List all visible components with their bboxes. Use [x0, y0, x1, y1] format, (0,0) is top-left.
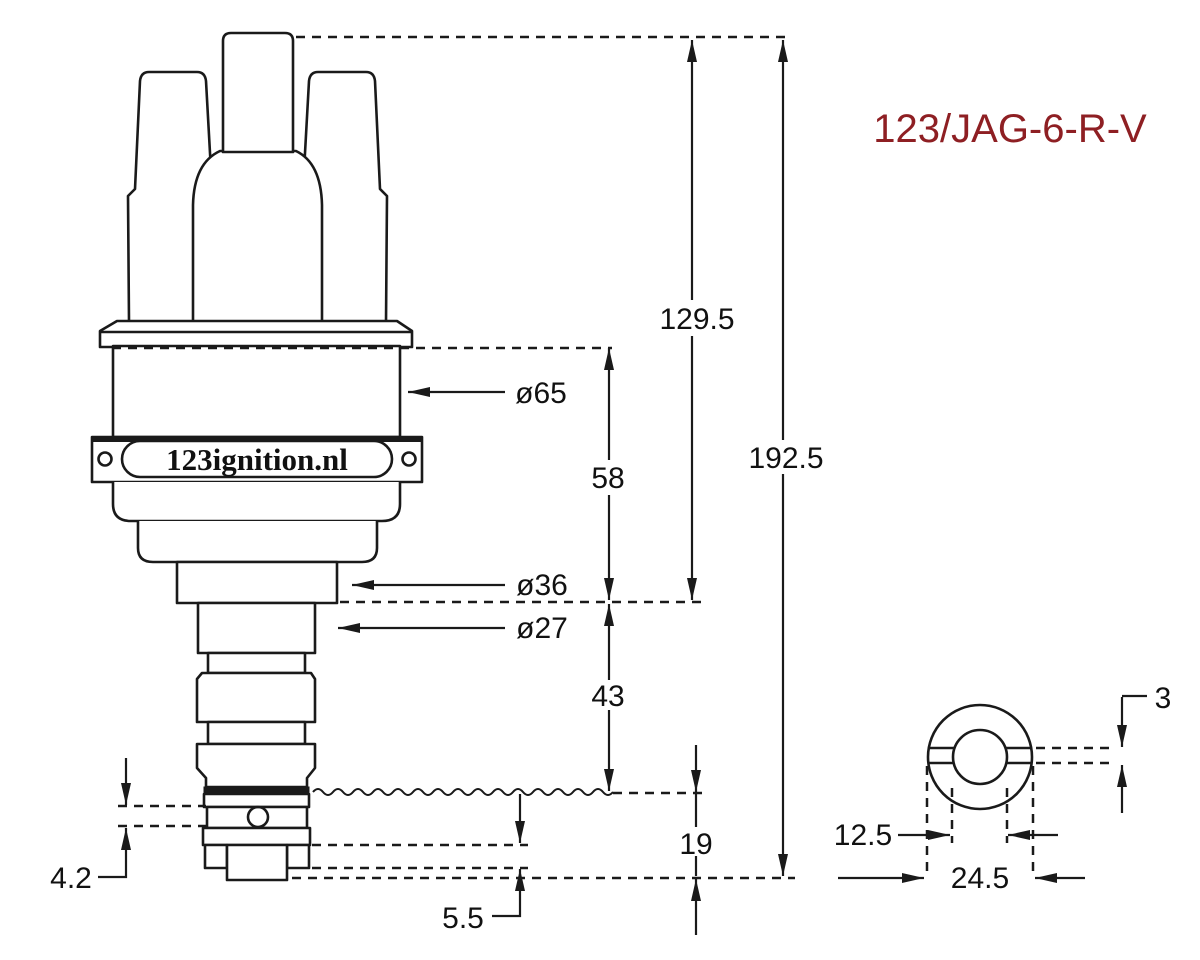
- dim-label-body-diameter: ø65: [515, 377, 567, 410]
- dog-tab-left: [203, 843, 229, 870]
- dimension-58: 58: [591, 348, 625, 600]
- dimension-5-5: 5.5: [442, 794, 525, 935]
- shaft-band-1: [195, 671, 317, 724]
- brand-plate-label: 123ignition.nl: [166, 442, 348, 477]
- dimension-19: 19: [679, 745, 713, 935]
- dim-label-dog-step: 5.5: [442, 902, 484, 935]
- pin-band: [205, 805, 309, 830]
- brand-plate-stadium: [120, 439, 394, 479]
- dim-label-shaft-diameter: ø27: [516, 612, 568, 645]
- cap-dome: [191, 149, 324, 324]
- side-view: 123ignition.nl: [90, 31, 424, 882]
- dog-band: [201, 826, 312, 847]
- dim-label-bore-diameter: 12.5: [834, 819, 892, 852]
- dim-label-dog-diameter: 24.5: [951, 862, 1009, 895]
- brand-band-hole-right: [401, 451, 417, 467]
- end-view-slot-right: [1006, 746, 1031, 765]
- shaft-band-2: [195, 742, 317, 789]
- dim-label-shaft-length: 43: [591, 680, 624, 713]
- upper-housing: [111, 344, 402, 439]
- distributor-cap: [98, 31, 414, 349]
- dimension-129-5: 129.5: [659, 40, 735, 600]
- dim-label-overall-height: 192.5: [748, 442, 823, 475]
- dimension-4-2: 4.2: [50, 758, 131, 895]
- dimension-dia-27: ø27: [338, 612, 568, 645]
- dimension-192-5: 192.5: [748, 40, 824, 876]
- brand-plate: 123ignition.nl: [90, 435, 424, 484]
- cap-left-tower: [126, 70, 214, 324]
- model-title: 123/JAG-6-R-V: [873, 107, 1147, 151]
- drive-dog: [201, 786, 312, 882]
- cap-coil-tower: [221, 31, 295, 154]
- dimension-24-5: 24.5: [838, 862, 1085, 895]
- dimension-3: 3: [1117, 682, 1172, 813]
- ref-housing-bottom-wavy: [312, 788, 614, 796]
- dimension-dia-36: ø36: [352, 569, 568, 602]
- lower-housing: [111, 482, 402, 523]
- dog-tab-right: [285, 843, 311, 870]
- cap-skirt-flange: [98, 319, 414, 349]
- cap-right-tower: [301, 70, 389, 324]
- dimension-dia-65: ø65: [408, 377, 567, 410]
- dim-label-neck-diameter: ø36: [516, 569, 568, 602]
- shaft-groove-2: [206, 720, 307, 746]
- dim-label-tail-length: 19: [679, 828, 712, 861]
- shaft-groove-1: [206, 651, 307, 675]
- housing: 123ignition.nl: [90, 344, 424, 789]
- end-view-slot-left: [929, 746, 954, 765]
- dog-tongue: [225, 843, 289, 882]
- end-view-bore-circle: [951, 728, 1009, 786]
- dimension-12-5: 12.5: [834, 819, 1058, 852]
- brand-band-hole-left: [97, 451, 113, 467]
- mid-section: [136, 521, 379, 564]
- dimensions-side-view: 129.5 192.5 58 43 19 ø65: [50, 40, 824, 935]
- dim-label-tongue-offset: 3: [1155, 682, 1172, 715]
- collar-band: [202, 792, 311, 809]
- dimension-43: 43: [591, 604, 625, 791]
- dim-label-cap-to-shoulder: 129.5: [659, 303, 734, 336]
- end-view: 3 12.5 24.5: [834, 682, 1172, 895]
- end-view-outer-circle: [926, 703, 1034, 811]
- reference-lines: [112, 35, 795, 880]
- shaft-27: [196, 601, 317, 655]
- dim-label-body-length: 58: [591, 462, 624, 495]
- dim-label-groove-height: 4.2: [50, 862, 92, 895]
- neck-36: [175, 560, 339, 605]
